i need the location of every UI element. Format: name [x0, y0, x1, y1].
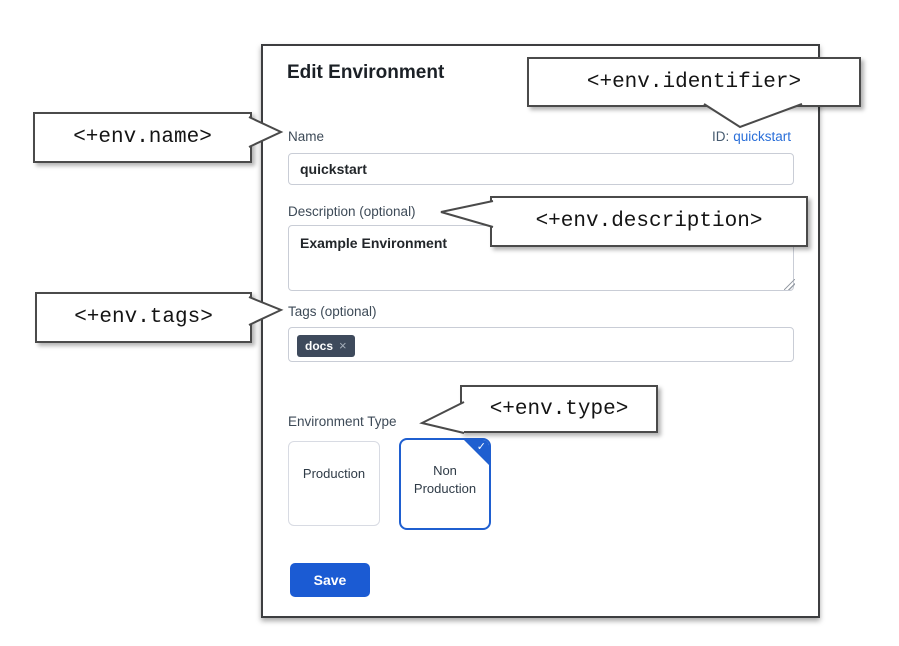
tags-input[interactable]: docs × — [288, 327, 794, 362]
environment-type-label: Environment Type — [288, 414, 397, 429]
check-icon: ✓ — [476, 441, 486, 453]
callout-env-description-box: <+env.description> — [490, 196, 808, 247]
textarea-resize-handle[interactable] — [784, 279, 795, 290]
callout-env-type-tail — [419, 401, 465, 434]
callout-env-name-tail — [248, 116, 284, 148]
type-card-production-label: Production — [302, 466, 366, 481]
identifier-row: ID:quickstart — [712, 129, 791, 144]
tag-remove-icon[interactable]: × — [339, 338, 347, 353]
callout-env-identifier-tail — [703, 103, 803, 129]
identifier-link[interactable]: quickstart — [733, 129, 791, 144]
selected-corner-fold — [463, 440, 489, 466]
name-input[interactable] — [288, 153, 794, 185]
type-card-production[interactable]: Production — [288, 441, 380, 526]
callout-env-type-box: <+env.type> — [460, 385, 658, 433]
tag-chip: docs × — [297, 335, 355, 357]
type-card-non-production-label: Non Production — [413, 463, 477, 497]
callout-env-tags-box: <+env.tags> — [35, 292, 252, 343]
type-card-non-production[interactable]: Non Production ✓ — [399, 438, 491, 530]
edit-environment-dialog: Edit Environment Name ID:quickstart Desc… — [261, 44, 820, 618]
id-prefix-label: ID: — [711, 129, 730, 144]
callout-env-tags-tail — [248, 296, 284, 326]
tags-label: Tags (optional) — [288, 304, 377, 319]
description-label: Description (optional) — [288, 204, 416, 219]
save-button[interactable]: Save — [290, 563, 370, 597]
callout-env-description-tail — [440, 200, 494, 228]
page-title: Edit Environment — [287, 62, 445, 83]
tag-chip-label: docs — [305, 338, 334, 353]
name-label: Name — [288, 129, 325, 144]
callout-env-identifier-box: <+env.identifier> — [527, 57, 861, 107]
callout-env-name-box: <+env.name> — [33, 112, 252, 163]
